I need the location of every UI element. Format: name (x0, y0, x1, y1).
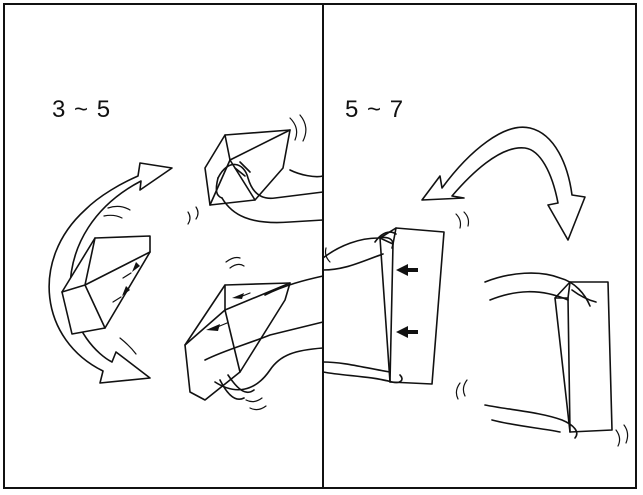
right-right-box (485, 273, 612, 438)
motion-mark (104, 206, 130, 218)
motion-mark (120, 338, 136, 354)
motion-mark (226, 258, 244, 269)
left-upper-box (205, 130, 323, 223)
panel-label-left: 3 ~ 5 (52, 96, 111, 124)
motion-mark (616, 425, 628, 446)
left-lower-box (185, 276, 323, 400)
panel-label-right: 5 ~ 7 (345, 96, 404, 124)
motion-mark (246, 398, 266, 410)
right-panel (323, 127, 628, 446)
left-panel (49, 115, 323, 410)
motion-mark (290, 115, 306, 141)
right-left-box (323, 228, 444, 384)
motion-mark (188, 207, 198, 224)
motion-mark (456, 380, 467, 399)
motion-mark (456, 212, 469, 228)
right-rotation-arrow (422, 127, 585, 240)
